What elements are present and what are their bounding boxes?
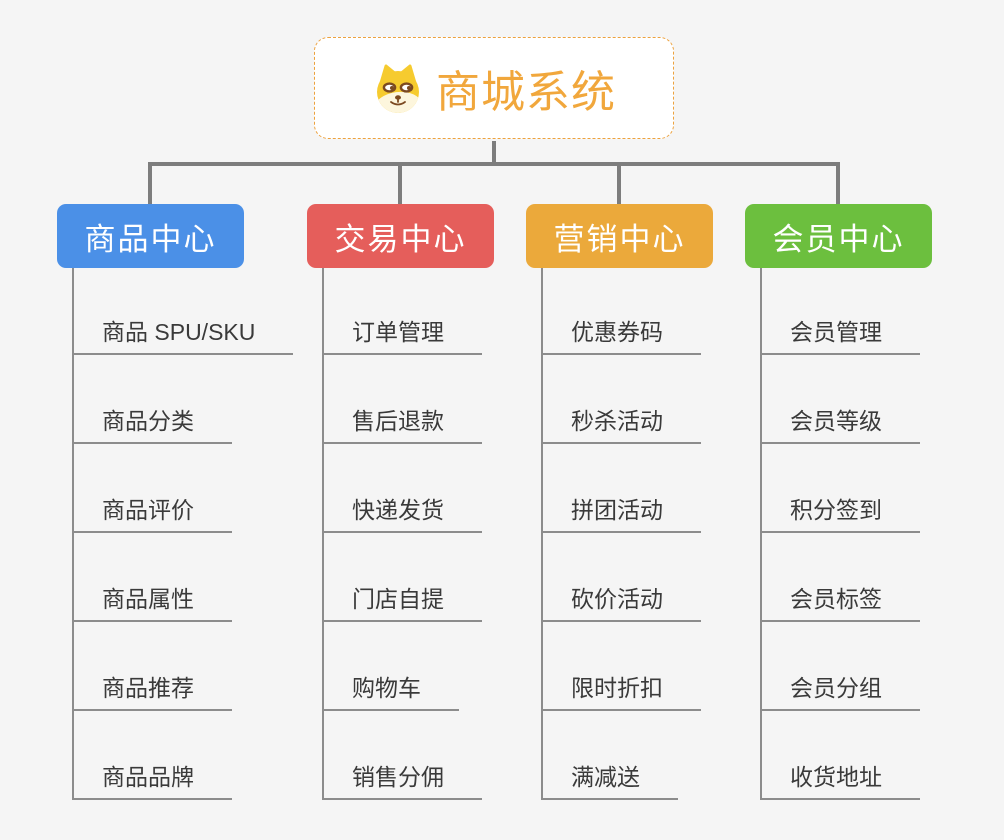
leaf-node: 会员管理 xyxy=(762,318,920,355)
branch-column-member-center: 会员管理 会员等级 积分签到 会员标签 会员分组 收货地址 xyxy=(760,268,920,800)
leaf-node: 优惠券码 xyxy=(543,318,701,355)
branch-header-member-center: 会员中心 xyxy=(745,204,932,268)
connector-drop-member-center xyxy=(836,166,840,205)
branch-column-trade-center: 订单管理 售后退款 快递发货 门店自提 购物车 销售分佣 xyxy=(322,268,482,800)
leaf-node: 门店自提 xyxy=(324,585,482,622)
leaf-node: 砍价活动 xyxy=(543,585,701,622)
connector-bus xyxy=(148,162,840,166)
branch-column-product-center: 商品 SPU/SKU 商品分类 商品评价 商品属性 商品推荐 商品品牌 xyxy=(72,268,294,800)
root-node: 商城系统 xyxy=(314,37,674,139)
branch-header-trade-center: 交易中心 xyxy=(307,204,494,268)
leaf-node: 积分签到 xyxy=(762,496,920,533)
leaf-node: 商品分类 xyxy=(74,407,232,444)
leaf-node: 会员分组 xyxy=(762,674,920,711)
leaf-node: 销售分佣 xyxy=(324,763,482,800)
leaf-node: 商品推荐 xyxy=(74,674,232,711)
leaf-node: 限时折扣 xyxy=(543,674,701,711)
doge-icon xyxy=(377,64,419,113)
leaf-node: 商品品牌 xyxy=(74,763,232,800)
leaf-node: 收货地址 xyxy=(762,763,920,800)
connector-drop-marketing-center xyxy=(617,166,621,205)
leaf-node: 商品评价 xyxy=(74,496,232,533)
leaf-node: 商品属性 xyxy=(74,585,232,622)
connector-drop-product-center xyxy=(148,166,152,205)
root-title: 商城系统 xyxy=(436,68,616,117)
leaf-node: 快递发货 xyxy=(324,496,482,533)
leaf-node: 秒杀活动 xyxy=(543,407,701,444)
leaf-node: 满减送 xyxy=(543,763,678,800)
leaf-node: 订单管理 xyxy=(324,318,482,355)
leaf-node: 售后退款 xyxy=(324,407,482,444)
branch-header-marketing-center: 营销中心 xyxy=(526,204,713,268)
leaf-node: 购物车 xyxy=(324,674,459,711)
connector-root-stem xyxy=(492,141,496,166)
leaf-node: 会员等级 xyxy=(762,407,920,444)
branch-column-marketing-center: 优惠券码 秒杀活动 拼团活动 砍价活动 限时折扣 满减送 xyxy=(541,268,701,800)
leaf-node: 会员标签 xyxy=(762,585,920,622)
leaf-node: 商品 SPU/SKU xyxy=(74,318,294,355)
connector-drop-trade-center xyxy=(398,166,402,205)
branch-header-product-center: 商品中心 xyxy=(57,204,244,268)
leaf-node: 拼团活动 xyxy=(543,496,701,533)
